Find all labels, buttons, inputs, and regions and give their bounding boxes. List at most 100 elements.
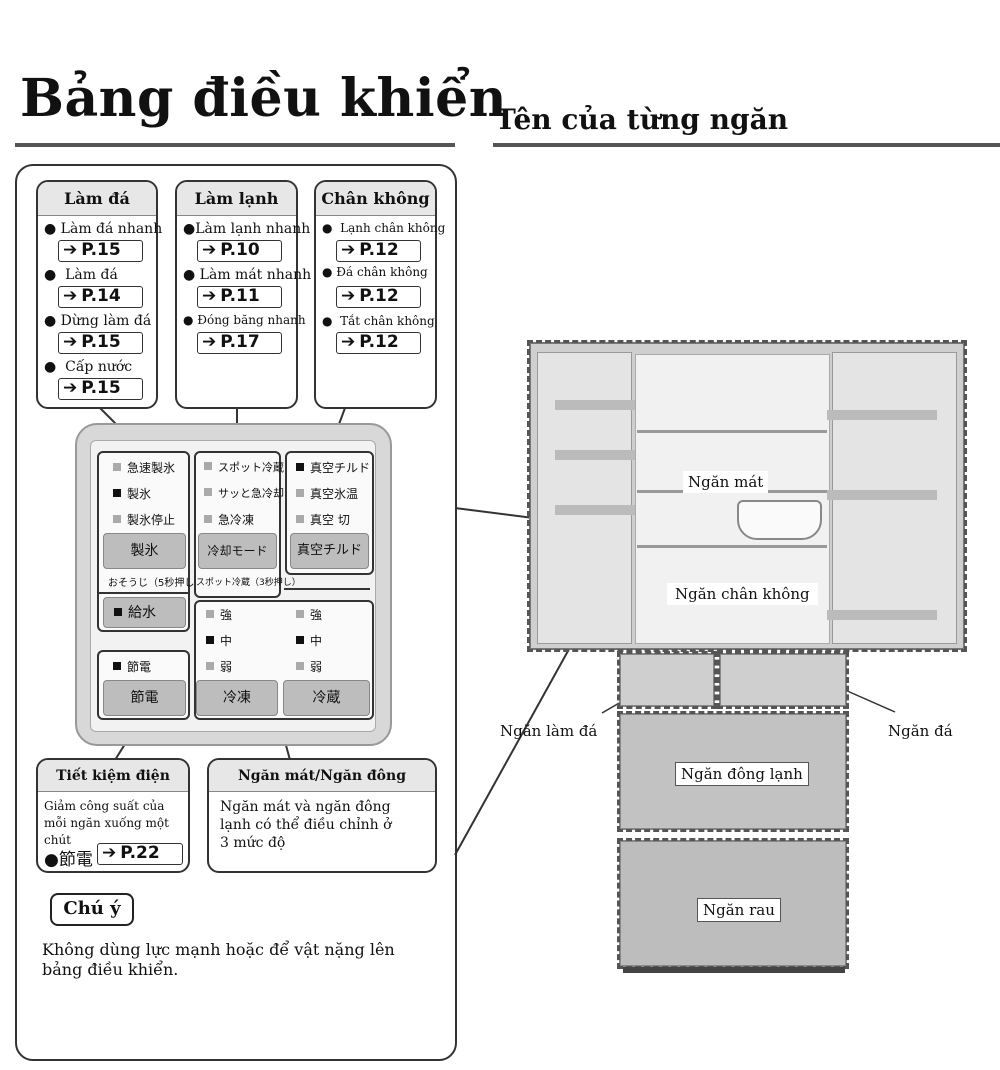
power-save-indicator-label: 節電 (127, 660, 152, 674)
page-ref-eco[interactable]: ➔P.22 (97, 843, 183, 865)
cool-item-1-label: Làm lạnh nhanh (195, 221, 311, 237)
section-title: Tên của từng ngăn (495, 103, 789, 136)
door-bin (555, 450, 635, 460)
indicator-icon (204, 515, 212, 523)
indicator-icon (296, 662, 304, 670)
ice-item-4: ● Cấp nước (44, 359, 133, 375)
power-save-indicator: 節電 (113, 658, 151, 675)
ref-label: P.22 (120, 843, 160, 863)
fridge-outline (527, 340, 967, 652)
mode-callout: Ngăn mát/Ngăn đông (207, 758, 437, 873)
ice-opt-2: 製氷 (113, 485, 151, 502)
page-ref-vac-3[interactable]: ➔P.12 (336, 332, 421, 354)
door-bin (555, 400, 635, 410)
vacuum-chilled-button[interactable]: 真空チルド (290, 533, 369, 569)
caution-label: Chú ý (50, 893, 134, 926)
fresh-compartment-label: Ngăn mát (683, 471, 769, 493)
freezer-outline (617, 711, 849, 832)
power-save-button[interactable]: 節電 (103, 680, 186, 716)
indicator-icon (296, 463, 304, 471)
indicator-icon (206, 636, 214, 644)
door-bin (827, 610, 937, 620)
ice-opt-1-label: 急速製氷 (127, 461, 176, 475)
page-ref-ice-2[interactable]: ➔P.14 (58, 286, 143, 308)
title-rule (15, 143, 455, 147)
ref-label: P.15 (81, 378, 121, 398)
freeze-level-weak: 弱 (206, 658, 232, 675)
freeze-level-strong: 強 (206, 606, 232, 623)
mode-callout-title: Ngăn mát/Ngăn đông (209, 760, 435, 792)
page-ref-vac-1[interactable]: ➔P.12 (336, 240, 421, 262)
water-button[interactable]: 給水 (103, 597, 186, 628)
page-ref-vac-2[interactable]: ➔P.12 (336, 286, 421, 308)
vac-opt-2: 真空氷温 (296, 485, 358, 502)
page-ref-ice-4[interactable]: ➔P.15 (58, 378, 143, 400)
eco-callout-title: Tiết kiệm điện (38, 760, 188, 792)
freeze-level-medium-label: 中 (220, 634, 233, 648)
ice-button[interactable]: 製氷 (103, 533, 186, 569)
fridge-level-weak-label: 弱 (310, 660, 323, 674)
indicator-icon (113, 662, 121, 670)
ice-compartment-label: Ngăn đá (888, 722, 953, 740)
arrow-right-icon: ➔ (202, 332, 217, 352)
vac-item-3: ● Tắt chân không (322, 314, 435, 328)
ice-item-3: ● Dừng làm đá (44, 313, 152, 329)
vegetable-label: Ngăn rau (697, 898, 781, 922)
vac-item-1: ● Lạnh chân không (322, 221, 446, 235)
page-ref-cool-2[interactable]: ➔P.11 (197, 286, 282, 308)
arrow-right-icon: ➔ (63, 332, 78, 352)
cool-opt-1: スポット冷蔵 (204, 459, 284, 475)
water-label: 給水 (128, 605, 156, 621)
indicator-icon (206, 662, 214, 670)
ref-label: P.12 (359, 240, 399, 260)
cool-spot-note: スポット冷蔵（3秒押し） (196, 578, 301, 588)
ref-label: P.15 (81, 332, 121, 352)
freeze-level-weak-label: 弱 (220, 660, 233, 674)
cool-opt-3: 急冷凍 (204, 511, 254, 528)
page-title: Bảng điều khiển (20, 68, 508, 129)
cool-item-2-label: Làm mát nhanh (199, 267, 312, 283)
arrow-right-icon: ➔ (63, 378, 78, 398)
eco-key-label: 節電 (58, 850, 93, 870)
ice-callout-title: Làm đá (38, 182, 156, 216)
ice-item-4-label: Cấp nước (65, 359, 133, 375)
ref-label: P.14 (81, 286, 121, 306)
indicator-icon (113, 515, 121, 523)
ice-item-1: ● Làm đá nhanh (44, 221, 163, 237)
ref-label: P.17 (220, 332, 260, 352)
page-ref-cool-1[interactable]: ➔P.10 (197, 240, 282, 262)
arrow-right-icon: ➔ (341, 240, 356, 260)
freezer-button[interactable]: 冷凍 (196, 680, 278, 716)
page-ref-ice-3[interactable]: ➔P.15 (58, 332, 143, 354)
page-ref-cool-3[interactable]: ➔P.17 (197, 332, 282, 354)
ice-item-3-label: Dừng làm đá (60, 313, 152, 329)
freeze-level-strong-label: 強 (220, 608, 233, 622)
ref-label: P.11 (220, 286, 260, 306)
fridge-level-medium-label: 中 (310, 634, 323, 648)
ice-opt-1: 急速製氷 (113, 459, 175, 476)
fridge-level-medium: 中 (296, 632, 322, 649)
fridge-level-strong: 強 (296, 606, 322, 623)
arrow-right-icon: ➔ (63, 286, 78, 306)
ice-item-1-label: Làm đá nhanh (60, 221, 163, 237)
fridge-button[interactable]: 冷蔵 (283, 680, 370, 716)
ice-clean-note: おそうじ（5秒押し） (108, 578, 205, 589)
shelf (637, 545, 827, 548)
cool-opt-2: サッと急冷却 (204, 485, 284, 501)
page-ref-ice-1[interactable]: ➔P.15 (58, 240, 143, 262)
pot (737, 500, 822, 540)
indicator-icon (296, 515, 304, 523)
indicator-icon (296, 636, 304, 644)
ref-label: P.15 (81, 240, 121, 260)
ref-label: P.12 (359, 286, 399, 306)
caution-text: Không dùng lực mạnh hoặc để vật nặng lên… (42, 940, 395, 979)
cool-opt-2-label: サッと急冷却 (218, 487, 284, 500)
cool-opt-3-label: 急冷凍 (218, 513, 255, 527)
freezer-label: Ngăn đông lạnh (675, 762, 809, 786)
cool-item-3-label: Đóng băng nhanh (197, 313, 306, 327)
cool-item-1: ●Làm lạnh nhanh (183, 221, 311, 237)
indicator-icon (113, 463, 121, 471)
arrow-right-icon: ➔ (102, 843, 117, 863)
cool-mode-button[interactable]: 冷却モード (198, 533, 277, 569)
freezer-drawer (619, 713, 847, 830)
